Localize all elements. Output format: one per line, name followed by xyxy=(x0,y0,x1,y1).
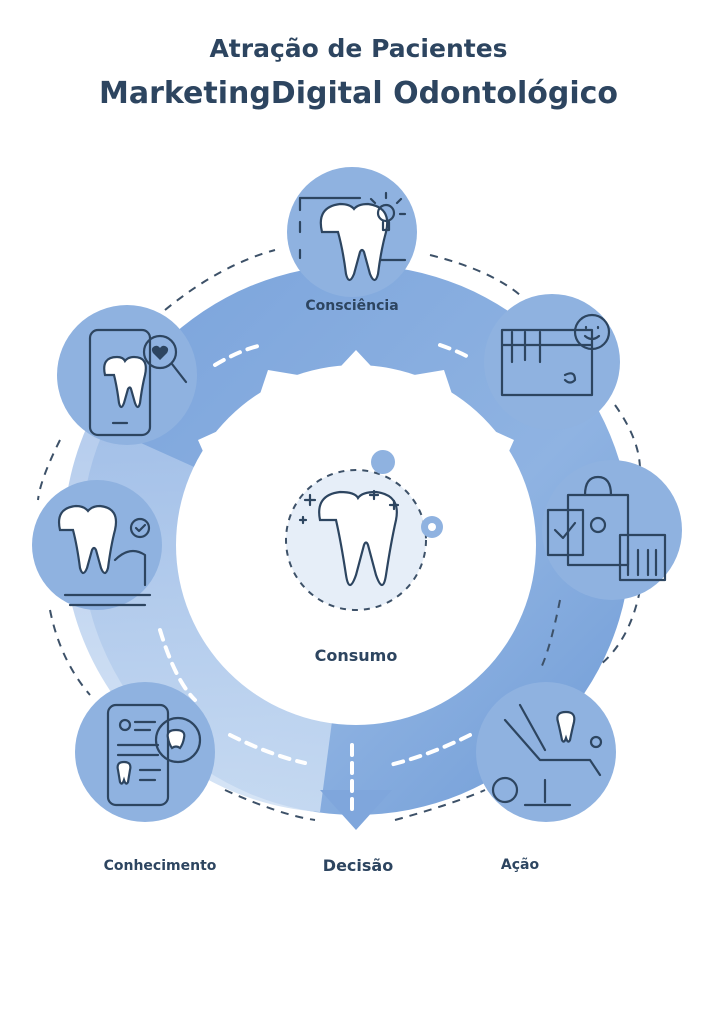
center-label: Consumo xyxy=(315,646,398,665)
stage-research xyxy=(32,480,162,610)
flow-arrow xyxy=(213,343,264,367)
stage-accao xyxy=(476,682,616,822)
stage-consciencia xyxy=(287,167,417,297)
center-consumo xyxy=(285,450,443,611)
tooth-lightbulb-icon xyxy=(319,202,389,282)
stage-conhecimento xyxy=(75,682,215,822)
flow-arrow xyxy=(388,733,472,767)
flow-arrow xyxy=(228,733,307,765)
diagram-title: MarketingDigital Odontológico xyxy=(98,76,619,111)
tooth-icon xyxy=(318,490,398,587)
outer-dashed-arrows xyxy=(37,249,641,821)
stage-profile xyxy=(542,460,682,600)
stage-social xyxy=(57,305,197,445)
dental-chair-icon xyxy=(503,703,602,807)
flow-arrow xyxy=(158,628,197,702)
stage-website xyxy=(484,294,620,430)
phone-chat-tooth-icon xyxy=(106,703,170,807)
stage-label-conhecimento: Conhecimento xyxy=(104,858,217,874)
flow-arrow xyxy=(438,343,472,360)
diagram-subtitle: Atração de Pacientes xyxy=(209,34,508,63)
stage-label-decisao: Decisão xyxy=(323,856,393,875)
stage-label-acao: Ação xyxy=(501,857,540,873)
stage-label-consciencia: Consciência xyxy=(305,298,398,314)
